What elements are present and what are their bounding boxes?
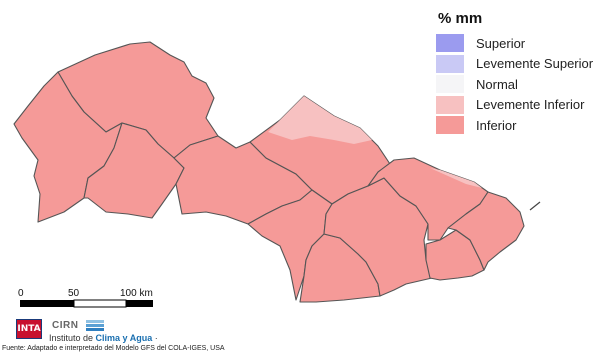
legend-label: Levemente Superior — [476, 56, 594, 72]
scale-bar — [20, 299, 153, 308]
legend-label: Levemente Inferior — [476, 97, 585, 113]
map-lighter-zone-north — [268, 96, 372, 144]
inta-logo: INTA — [16, 319, 42, 339]
legend-title: % mm — [438, 10, 483, 27]
source-note: Fuente: Adaptado e interpretado del Mode… — [2, 345, 225, 352]
legend-label: Superior — [476, 35, 526, 51]
scale-label-100km: 100 km — [120, 288, 153, 299]
legend-swatch — [436, 75, 464, 94]
legend-swatch — [436, 95, 464, 114]
legend-label: Normal — [476, 76, 518, 92]
legend-swatch — [436, 54, 464, 73]
coast-line — [529, 201, 541, 211]
map-region-southeast-b — [447, 191, 525, 271]
legend-label: Inferior — [476, 117, 517, 133]
legend-swatch — [436, 116, 464, 135]
legend-item: Superior — [436, 33, 593, 54]
map-lighter-zone-east — [430, 168, 482, 188]
map-region-southeast-a — [425, 229, 485, 281]
cirn-logo-icon — [86, 320, 104, 331]
legend-item: Normal — [436, 74, 593, 95]
legend-item: Inferior — [436, 115, 593, 136]
cirn-logo: CIRN — [52, 320, 79, 331]
map-region-west — [13, 71, 123, 223]
institute-highlight: Clima y Agua — [95, 333, 153, 343]
legend-item: Levemente Superior — [436, 54, 593, 75]
map-region-central-west — [83, 122, 185, 219]
legend-swatch — [436, 34, 464, 53]
scale-label-0: 0 — [18, 288, 24, 299]
scale-label-50: 50 — [68, 288, 80, 299]
legend-item: Levemente Inferior — [436, 95, 593, 116]
institute-suffix: · — [152, 333, 158, 343]
institute-prefix: Instituto de — [49, 333, 96, 343]
institute-name: Instituto de Clima y Agua · — [49, 333, 158, 343]
